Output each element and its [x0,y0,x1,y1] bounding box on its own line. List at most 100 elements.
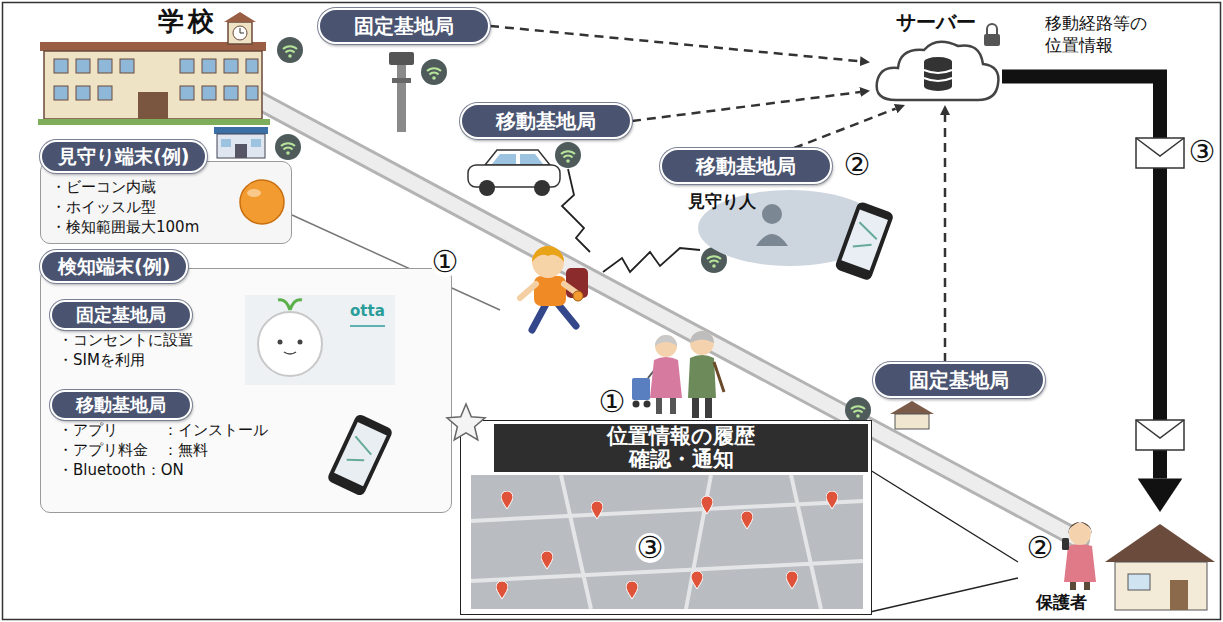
elderly-couple [650,357,682,398]
watcher [762,204,782,224]
wifi-icons [275,134,301,160]
frame [3,3,1221,620]
history-box: 位置情報の履歴 確認・通知 [460,420,872,615]
car [534,180,550,196]
notification-arrow [1002,77,1160,479]
whistle-beacon [236,176,288,228]
elderly-couple [655,335,677,346]
smartphone [834,201,894,282]
base-station-pill: 移動基地局 [460,103,632,139]
smartphone [851,222,880,253]
elderly-couple [714,362,724,392]
base-station-pill: 固定基地局 [318,8,490,44]
elderly-couple [705,398,712,418]
child [520,246,588,330]
watcher-label: 見守り人 [688,190,756,212]
panel-heading: 見守り端末(例) [40,140,207,173]
station-label: 固定基地局 [909,368,1009,392]
envelope [1136,420,1184,438]
school-building [38,6,270,130]
envelope [1136,138,1184,168]
shop [214,127,268,158]
bullet-text: ・アプリ ：インストール [50,420,268,440]
child [558,304,576,326]
envelope [1136,420,1184,450]
elderly-couple [633,401,640,408]
section-heading: 移動基地局 [50,390,192,420]
watcher [756,234,788,246]
child [532,246,564,262]
whistle-beacon [240,180,284,224]
callout-number: ② [1026,533,1055,563]
antenna-pole [392,78,411,83]
callout-number: ② [843,150,872,180]
smartphone [834,201,894,282]
wifi-icons [555,142,581,168]
shop [214,127,268,134]
elderly-couple [644,401,651,408]
car [479,180,495,196]
elderly-couple [690,331,714,343]
wifi-icons [277,37,303,63]
callout-number: ① [598,387,627,417]
panel-body: ・ビーコン内蔵・ホイッスル型・検知範囲最大100m [40,161,292,244]
signal-zigzag [603,248,700,272]
server-cloud: サーバー [870,10,1002,105]
detector-panel: 固定基地局・コンセントに設置・SIMを利用移動基地局・アプリ ：インストール・ア… [40,250,452,513]
shop [221,139,231,147]
bullet-text: ・ホイッスル型 [51,197,283,217]
station-label: 固定基地局 [354,14,454,38]
data-arrow [794,109,896,148]
signal-zigzag [562,169,700,272]
elderly-couple [670,398,676,414]
elderly-couple [688,355,716,398]
data-arrow [632,92,860,121]
guardian-node: 保護者 [1010,512,1218,614]
child [573,291,583,301]
base-station-pill: 固定基地局 [873,362,1045,398]
small-house [890,401,934,414]
history-heading: 位置情報の履歴 確認・通知 [601,425,761,471]
callout-number: ③ [636,533,665,563]
history-header: 位置情報の履歴 確認・通知 [494,424,868,472]
detector-section: 移動基地局・アプリ ：インストール・アプリ料金 ：無料・Bluetooth：ON [50,390,268,480]
station-label: 移動基地局 [696,154,796,178]
building-label: 学校 [38,6,270,37]
smartphone [841,210,888,271]
server-label: サーバー [870,10,1002,34]
antenna-pole [389,52,414,132]
data-arrow [944,115,947,362]
antenna-pole [397,60,406,132]
shop [217,134,265,158]
envelope [1136,138,1184,168]
elderly-couple [632,331,724,418]
shop [235,144,247,158]
child [532,246,564,278]
child [532,304,546,330]
detector-pictures [245,295,395,497]
base-station-pill: 移動基地局 [660,148,832,184]
elderly-couple [655,335,677,357]
bullet-text: ・SIMを利用 [50,350,193,370]
elderly-couple [692,398,699,418]
bullet-text: ・検知範囲最大100m [51,217,283,237]
child [520,284,536,298]
school-building [38,12,270,125]
bullet-text: ・アプリ料金 ：無料 [50,440,268,460]
wifi-icons [421,59,447,85]
small-house [890,401,934,429]
detector-section: 固定基地局・コンセントに設置・SIMを利用 [50,300,193,370]
server-cloud-icon [877,24,1000,100]
school-node: 学校 [38,6,270,130]
shop [251,139,261,147]
data-arrow [490,26,860,61]
envelope [1136,138,1184,156]
elderly-couple [632,378,650,400]
envelope [1136,420,1184,450]
route-info-label: 移動経路等の 位置情報 [1045,12,1157,56]
child [534,276,566,306]
elderly-couple [690,331,714,355]
section-heading: 固定基地局 [50,300,192,330]
elderly-couple [656,398,662,414]
